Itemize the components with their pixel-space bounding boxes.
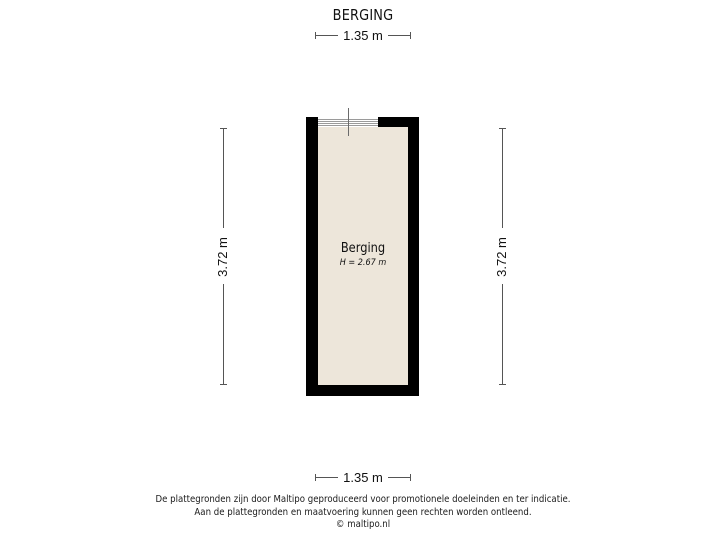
top-width-label: 1.35 m <box>343 27 383 43</box>
bottom-width-dimension: 1.35 m <box>315 469 412 485</box>
disclaimer-line-1: De plattegronden zijn door Maltipo gepro… <box>155 494 571 505</box>
dimension-line-top <box>502 128 503 228</box>
left-height-label: 3.72 m <box>215 237 230 277</box>
copyright-line: © maltipo.nl <box>335 519 391 530</box>
dimension-line-right <box>387 473 412 481</box>
dimension-line-left <box>315 31 339 39</box>
dimension-line-bottom <box>502 284 503 385</box>
floorplan-title: BERGING <box>332 6 394 24</box>
room-height-label: H = 2.67 m <box>339 258 387 268</box>
window-mullion-tick <box>348 108 349 136</box>
right-height-label: 3.72 m <box>494 237 509 277</box>
disclaimer-line-2: Aan de plattegronden en maatvoering kunn… <box>194 506 532 518</box>
room-name-label: Berging <box>340 241 386 256</box>
dimension-line-bottom <box>223 284 224 385</box>
left-height-dimension: 3.72 m <box>215 128 230 385</box>
room-floor-berging <box>318 127 408 385</box>
dimension-line-top <box>223 128 224 228</box>
dimension-line-left <box>315 473 339 481</box>
bottom-width-label: 1.35 m <box>343 469 383 485</box>
right-height-dimension: 3.72 m <box>494 128 509 385</box>
disclaimer: De plattegronden zijn door Maltipo gepro… <box>0 494 720 532</box>
dimension-cap-bottom <box>499 384 506 385</box>
dimension-line-right <box>387 31 412 39</box>
top-width-dimension: 1.35 m <box>315 27 412 43</box>
dimension-cap-bottom <box>220 384 227 385</box>
